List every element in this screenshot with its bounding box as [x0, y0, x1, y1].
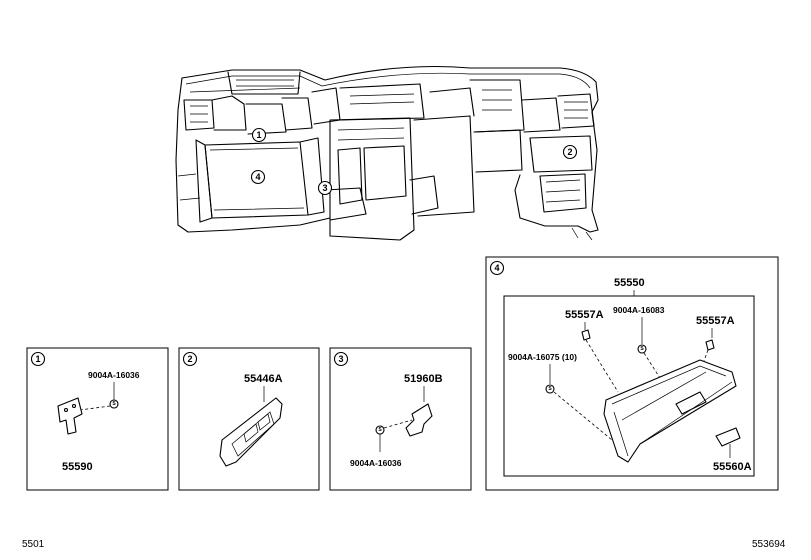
panel-3-bolt-label: 9004A-16036: [350, 458, 402, 468]
svg-text:S: S: [378, 427, 382, 433]
panel-2-part-label: 55446A: [244, 373, 283, 385]
svg-text:S: S: [112, 401, 116, 407]
svg-text:S: S: [640, 346, 644, 352]
screw-left-label: 9004A-16075 (10): [508, 352, 577, 362]
ref-marker-1: 1: [256, 130, 261, 140]
bracket-55590: [57, 397, 83, 435]
detail-panel-4: 4 55550 55557A 9004A-16083 S 55557A 9004…: [485, 256, 779, 491]
ref-marker-3: 3: [322, 183, 327, 193]
trim-panel-55446A: [219, 397, 283, 467]
panel-1-bolt-label: 9004A-16036: [88, 370, 140, 380]
detail-panel-3: 3 51960B S 9004A-16036: [329, 347, 472, 491]
group-code: 5501: [22, 539, 45, 550]
hinge-right-label: 55557A: [696, 315, 735, 327]
panel-4-ref: 4: [494, 263, 499, 273]
latch-55560A: [715, 427, 741, 447]
panel-1-part-label: 55590: [62, 461, 93, 473]
screw-top-label: 9004A-16083: [613, 305, 665, 315]
detail-panel-1: 1 9004A-16036 S 55590: [26, 347, 169, 491]
latch-label: 55560A: [713, 461, 752, 473]
detail-panel-2: 2 55446A: [178, 347, 320, 491]
figure-code: 553694: [752, 539, 786, 550]
panel-3-ref: 3: [338, 354, 343, 364]
panel-2-ref: 2: [187, 354, 192, 364]
bracket-51960B: [405, 403, 433, 437]
panel-1-ref: 1: [35, 354, 40, 364]
panel-3-part-label: 51960B: [404, 373, 443, 385]
ref-marker-2: 2: [567, 147, 572, 157]
ref-marker-4: 4: [255, 172, 260, 182]
instrument-panel-drawing: 1 4 3 2: [175, 65, 599, 241]
svg-text:S: S: [548, 386, 552, 392]
panel-4-assembly-label: 55550: [614, 277, 645, 289]
hinge-left-label: 55557A: [565, 309, 604, 321]
glove-box-door: [603, 359, 737, 463]
